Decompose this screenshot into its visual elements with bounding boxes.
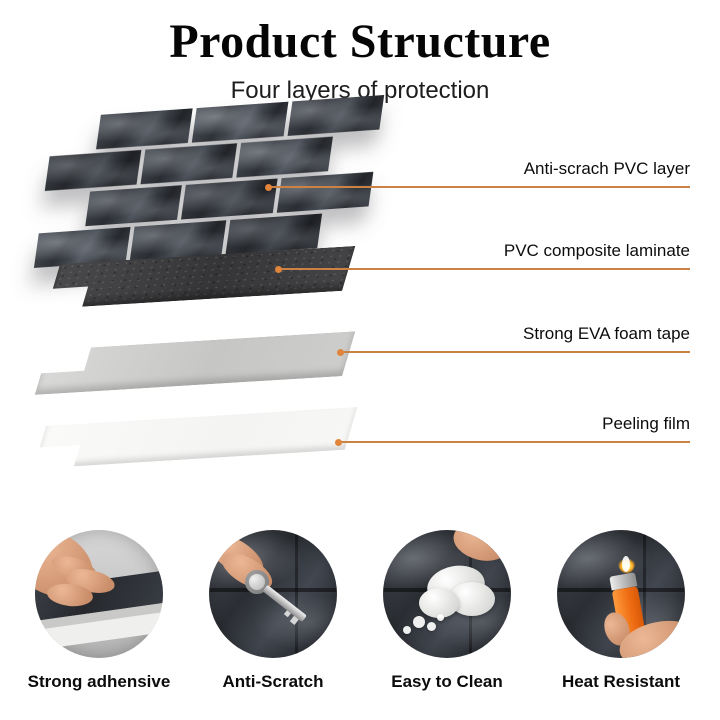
callout-line	[340, 351, 690, 353]
feature-row: Strong adhensive Anti-Scratch	[0, 530, 720, 692]
feature-caption: Strong adhensive	[27, 672, 171, 691]
callout-label: Strong EVA foam tape	[523, 324, 690, 343]
adhesive-photo	[35, 530, 163, 658]
callout-line	[268, 186, 690, 188]
stone-tile	[191, 101, 289, 143]
cloth-graphic	[419, 588, 459, 618]
stone-tile	[44, 150, 142, 191]
key-tooth-graphic	[289, 615, 299, 625]
feature-easy-to-clean: Easy to Clean	[372, 530, 522, 692]
key-shaft-graphic	[262, 584, 307, 625]
callout-peeling-film: Peeling film	[335, 414, 690, 446]
page-title: Product Structure	[169, 15, 551, 68]
callout-dot	[335, 438, 342, 446]
feature-caption: Anti-Scratch	[222, 672, 324, 691]
heat-resistant-photo	[557, 530, 685, 658]
feature-anti-scratch: Anti-Scratch	[198, 530, 348, 692]
callout-dot	[337, 348, 344, 356]
callout-label: Peeling film	[602, 414, 690, 433]
layer-peeling-film	[33, 407, 357, 469]
callout-label: PVC composite laminate	[503, 241, 690, 260]
stone-tile	[140, 143, 238, 185]
flame-core-graphic	[622, 556, 630, 572]
stone-tile	[85, 185, 182, 227]
callout-label: Anti-scrach PVC layer	[523, 159, 690, 178]
anti-scratch-photo	[209, 530, 337, 658]
foam-bubble-graphic	[437, 614, 444, 621]
feature-strong-adhesive: Strong adhensive	[24, 530, 174, 692]
callout-dot	[275, 265, 282, 273]
feature-caption: Easy to Clean	[391, 672, 503, 691]
stone-tile	[181, 178, 278, 220]
foam-bubble-graphic	[403, 626, 411, 634]
key-tooth-graphic	[283, 610, 291, 618]
callout-anti-scratch-pvc: Anti-scrach PVC layer	[265, 159, 690, 191]
stone-tile	[287, 94, 385, 136]
stone-tile	[96, 108, 193, 150]
foam-bubble-graphic	[413, 616, 425, 628]
easy-clean-photo	[383, 530, 511, 658]
callout-pvc-composite: PVC composite laminate	[275, 241, 690, 273]
feature-heat-resistant: Heat Resistant	[546, 530, 696, 692]
feature-caption: Heat Resistant	[561, 672, 681, 691]
hand-graphic	[449, 530, 511, 567]
callout-eva-foam: Strong EVA foam tape	[337, 324, 690, 356]
layer-eva-foam-tape	[35, 331, 356, 395]
callout-line	[338, 441, 690, 443]
callout-line	[278, 268, 690, 270]
foam-bubble-graphic	[427, 622, 436, 631]
callout-dot	[265, 183, 272, 191]
